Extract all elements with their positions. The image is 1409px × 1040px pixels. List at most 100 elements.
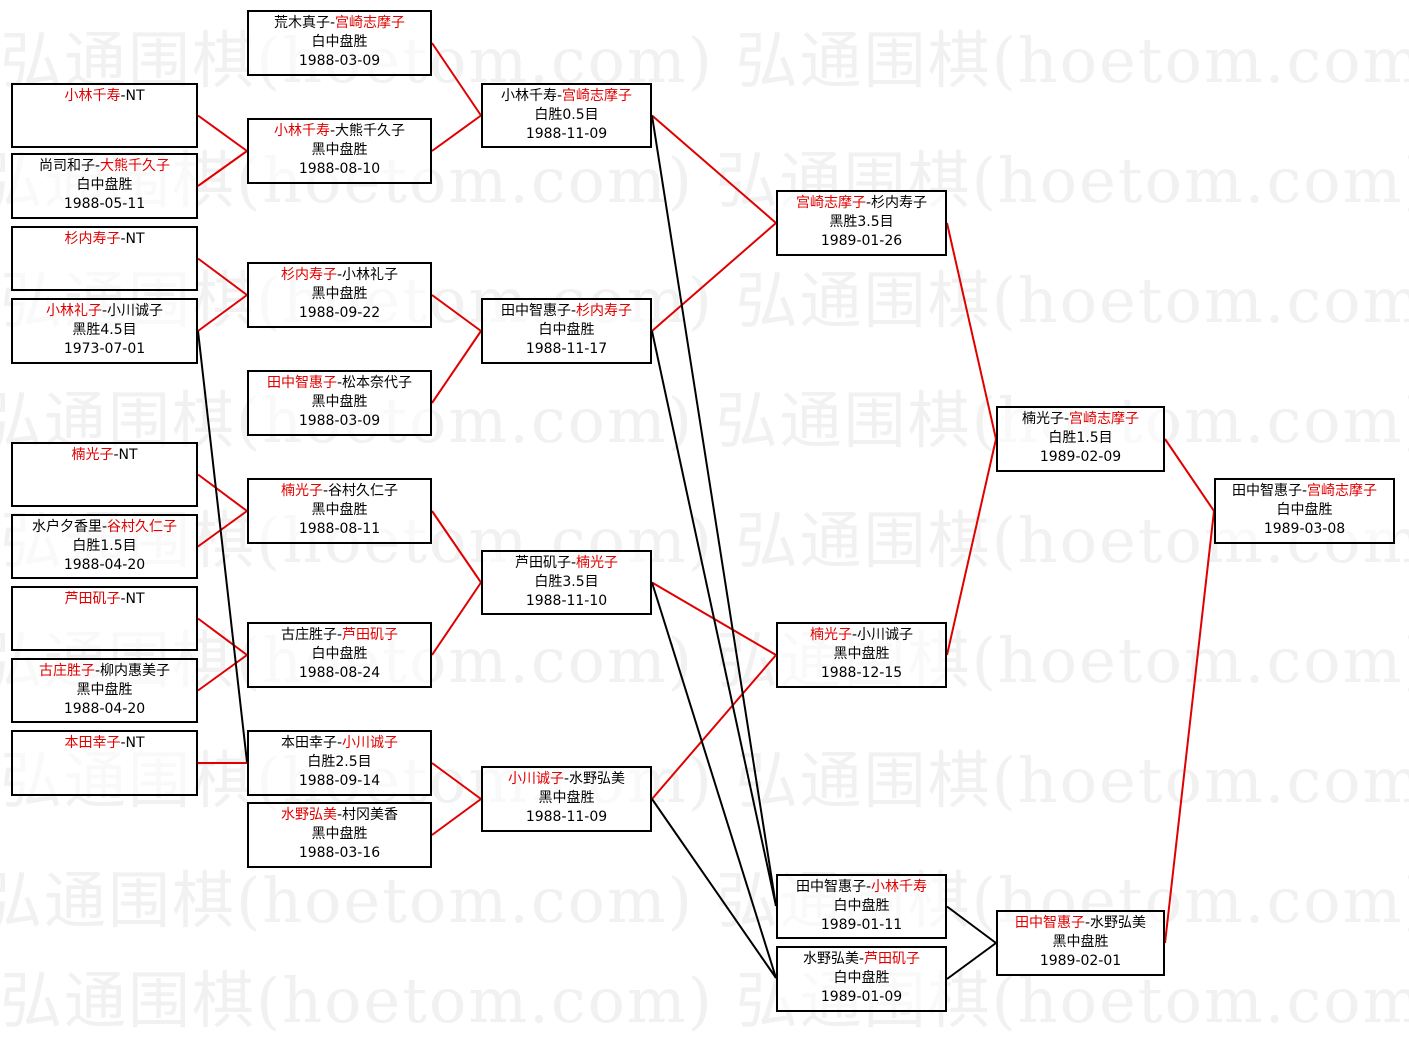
player-name: 荒木真子 (273, 15, 330, 31)
advance-line-b2-c1 (431, 114, 482, 152)
match-date (13, 484, 196, 503)
advance-line-a2-b2 (197, 150, 248, 187)
match-result (13, 753, 196, 772)
match-players: 水野弘美-芦田矶子 (778, 950, 945, 969)
separator: - (101, 519, 108, 535)
match-players: 本田幸子-NT (13, 734, 196, 753)
player-name: 芦田矶子 (64, 591, 121, 607)
advance-line-a3-b3 (197, 257, 248, 296)
player-name: 松本奈代子 (342, 375, 413, 391)
match-players: 小林千寿-NT (13, 87, 196, 106)
match-result (13, 106, 196, 125)
player-name: 本田幸子 (64, 735, 121, 751)
match-players: 芦田矶子-楠光子 (483, 554, 650, 573)
player-name: 水野弘美 (280, 807, 337, 823)
separator: - (865, 195, 872, 211)
match-result: 白中盘胜 (833, 970, 890, 986)
loser-line-c2-d3 (651, 330, 777, 907)
separator: - (1301, 483, 1308, 499)
loser-line-c1-d3 (651, 115, 777, 907)
player-name: 水野弘美 (1090, 915, 1147, 931)
separator: - (1063, 411, 1070, 427)
player-name: 小林礼子 (342, 267, 399, 283)
advance-line-a8-b6 (197, 654, 248, 692)
player-name: 杉内寿子 (64, 231, 121, 247)
match-result: 黑中盘胜 (311, 502, 368, 518)
match-result: 白胜3.5目 (534, 574, 599, 590)
separator: - (329, 15, 336, 31)
match-date: 1989-01-26 (820, 233, 903, 249)
player-name: 小川诚子 (342, 735, 399, 751)
player-name: NT (125, 88, 145, 104)
advance-line-c4-d2 (651, 654, 777, 800)
loser-line-d3-e2 (946, 905, 997, 944)
match-box-a7: 芦田矶子-NT (11, 586, 198, 651)
match-date: 1988-03-09 (298, 413, 381, 429)
match-result (13, 249, 196, 268)
match-date: 1988-11-09 (525, 809, 608, 825)
match-result: 白胜1.5目 (1048, 430, 1113, 446)
separator: - (94, 158, 101, 174)
player-name: 芦田矶子 (514, 555, 571, 571)
match-result: 黑中盘胜 (538, 790, 595, 806)
separator: - (1084, 915, 1091, 931)
match-players: 杉内寿子-小林礼子 (249, 266, 430, 285)
match-box-a5: 楠光子-NT (11, 442, 198, 507)
player-name: 水户夕香里 (31, 519, 102, 535)
advance-line-b4-c2 (431, 330, 482, 404)
match-date: 1988-05-11 (63, 196, 146, 212)
match-result: 白胜0.5目 (534, 107, 599, 123)
separator: - (94, 663, 101, 679)
match-result: 黑胜4.5目 (72, 322, 137, 338)
player-name: 柳内惠美子 (100, 663, 171, 679)
match-players: 本田幸子-小川诚子 (249, 734, 430, 753)
separator: - (329, 123, 336, 139)
match-result: 白中盘胜 (538, 322, 595, 338)
separator: - (851, 627, 858, 643)
player-name: 大熊千久子 (335, 123, 406, 139)
match-result: 黑中盘胜 (1052, 934, 1109, 950)
match-players: 古庄胜子-柳内惠美子 (13, 662, 196, 681)
advance-line-e2-f1 (1164, 510, 1215, 944)
player-name: 大熊千久子 (100, 158, 171, 174)
match-result: 白中盘胜 (1276, 502, 1333, 518)
separator: - (120, 591, 126, 607)
match-players: 田中智惠子-小林千寿 (778, 878, 945, 897)
match-result (13, 609, 196, 628)
match-date: 1988-09-14 (298, 773, 381, 789)
match-result: 白中盘胜 (833, 898, 890, 914)
match-players: 小川诚子-水野弘美 (483, 770, 650, 789)
advance-line-a7-b6 (197, 617, 248, 656)
match-date: 1988-03-16 (298, 845, 381, 861)
match-players: 小林千寿-大熊千久子 (249, 122, 430, 141)
player-name: 小川诚子 (857, 627, 914, 643)
match-players: 古庄胜子-芦田矶子 (249, 626, 430, 645)
match-date: 1988-11-09 (525, 126, 608, 142)
match-result: 黑中盘胜 (833, 646, 890, 662)
player-name: 楠光子 (1021, 411, 1064, 427)
player-name: 水野弘美 (802, 951, 859, 967)
match-date: 1989-01-09 (820, 989, 903, 1005)
separator: - (336, 807, 343, 823)
player-name: 杉内寿子 (871, 195, 928, 211)
match-date: 1988-12-15 (820, 665, 903, 681)
player-name: NT (125, 231, 145, 247)
match-players: 尚司和子-大熊千久子 (13, 157, 196, 176)
player-name: NT (118, 447, 138, 463)
match-date: 1988-11-17 (525, 341, 608, 357)
player-name: 小林礼子 (45, 303, 102, 319)
player-name: 田中智惠子 (266, 375, 337, 391)
player-name: 小林千寿 (500, 88, 557, 104)
advance-line-a4-b3 (197, 294, 248, 332)
match-players: 芦田矶子-NT (13, 590, 196, 609)
match-box-a9: 本田幸子-NT (11, 730, 198, 796)
